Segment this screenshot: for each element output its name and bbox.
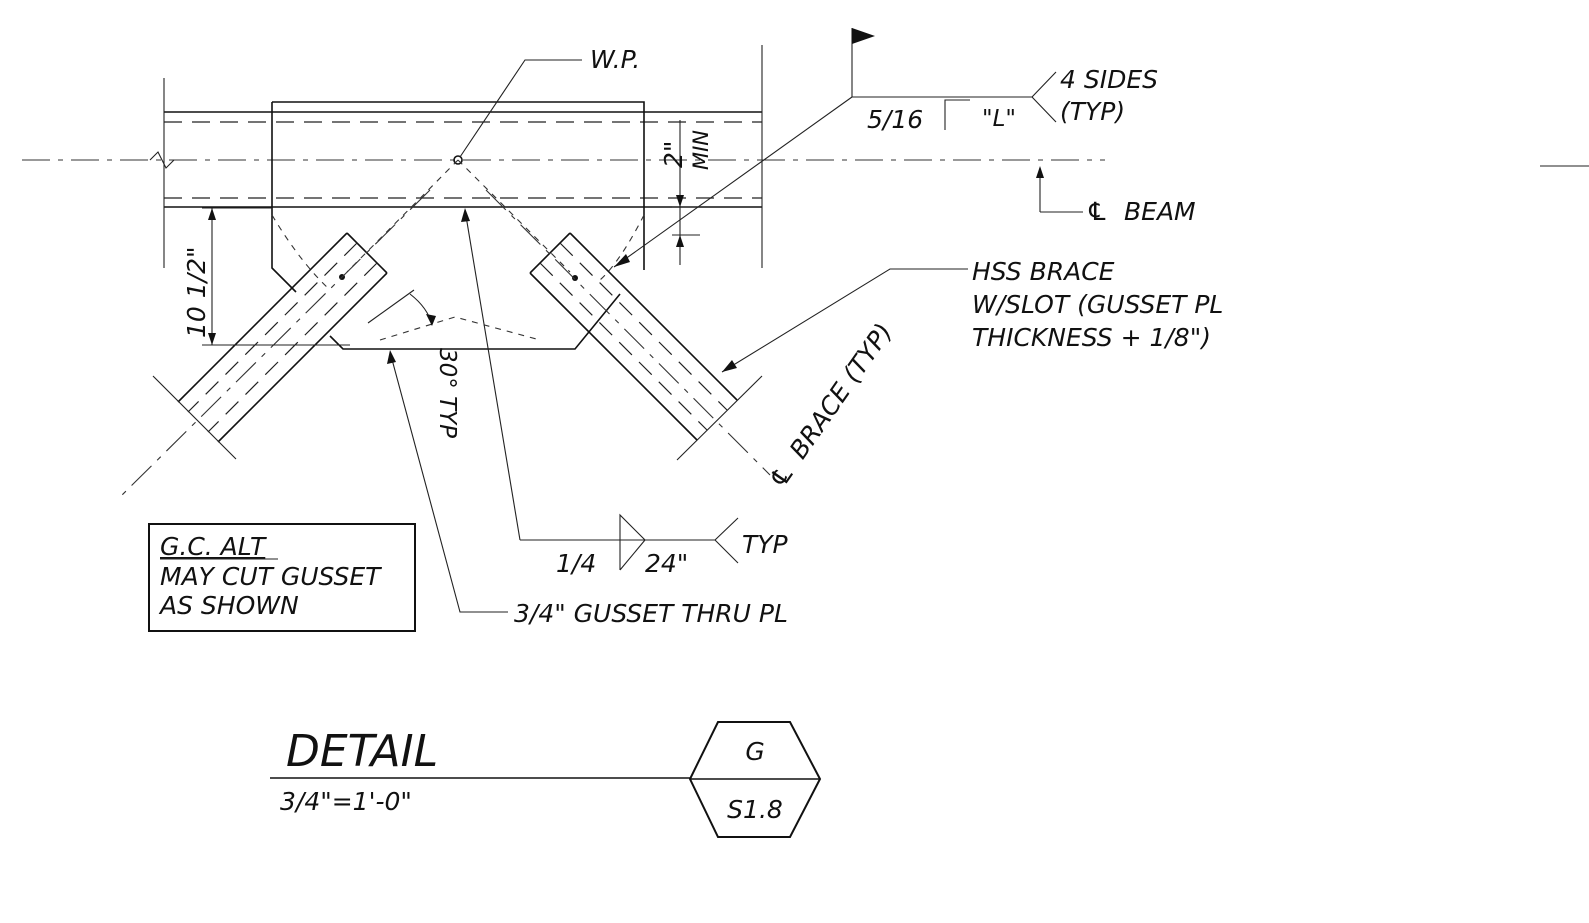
note-line2: AS SHOWN [158, 591, 299, 620]
weld-bottom-typ: TYP [742, 530, 789, 559]
construction-line-left [346, 159, 459, 273]
cl-beam-callout: ℄ BEAM [1036, 166, 1196, 226]
gc-alt-note: G.C. ALT MAY CUT GUSSET AS SHOWN [148, 523, 416, 632]
weld-top-typ: (TYP) [1060, 97, 1125, 126]
weld-bottom-length: 24" [645, 549, 688, 578]
centerline-break-mark [149, 151, 175, 169]
weld-symbol-top: 5/16 "L" 4 SIDES (TYP) [613, 28, 1158, 268]
angle-30-dimension: 30° TYP [367, 289, 460, 438]
cl-brace-symbol: ℄ [763, 458, 800, 493]
construction-line-right [457, 159, 571, 273]
detail-id: G [745, 737, 764, 766]
wp-label: W.P. [590, 45, 640, 74]
right-hss-brace [529, 232, 763, 461]
weld-top-length: "L" [982, 106, 1016, 132]
gusset-label: 3/4" GUSSET THRU PL [514, 599, 788, 628]
hss-label-line2: W/SLOT (GUSSET PL [972, 290, 1223, 319]
dim-10-1-2-text: 10 1/2" [182, 247, 211, 339]
cl-beam-label: BEAM [1124, 197, 1196, 226]
cl-brace-callout: ℄ BRACE (TYP) [763, 318, 898, 494]
right-brace-centerline [485, 189, 771, 476]
detail-title: DETAIL [286, 726, 438, 777]
detail-scale: 3/4"=1'-0" [280, 787, 412, 816]
dimension-10-1-2: 10 1/2" [182, 207, 350, 346]
dim-min-text: MIN [689, 130, 713, 170]
note-line1: MAY CUT GUSSET [160, 562, 382, 591]
gusset-plate [271, 101, 645, 350]
cl-brace-label: BRACE (TYP) [784, 318, 898, 464]
hss-leader [721, 268, 968, 373]
weld-symbol-bottom: 1/4 24" TYP [461, 208, 789, 578]
angle-30-text: 30° TYP [434, 348, 460, 438]
gusset-leader [389, 351, 508, 613]
dim-2in-text: 2" [659, 141, 688, 168]
hss-label-line3: THICKNESS + 1/8") [972, 323, 1211, 352]
weld-bottom-size: 1/4 [556, 549, 596, 578]
weld-top-size: 5/16 [867, 105, 923, 134]
hss-label-line1: HSS BRACE [972, 257, 1115, 286]
weld-top-sides: 4 SIDES [1060, 65, 1158, 94]
dimension-2in: 2" MIN [659, 120, 713, 265]
beam [163, 45, 763, 268]
detail-title-block: DETAIL 3/4"=1'-0" G S1.8 [270, 721, 822, 838]
note-title-text: G.C. ALT [160, 532, 267, 561]
detail-sheet: S1.8 [727, 795, 783, 824]
work-point-marker [453, 155, 463, 165]
cl-beam-symbol: ℄ [1086, 197, 1108, 226]
wp-leader [459, 59, 582, 158]
